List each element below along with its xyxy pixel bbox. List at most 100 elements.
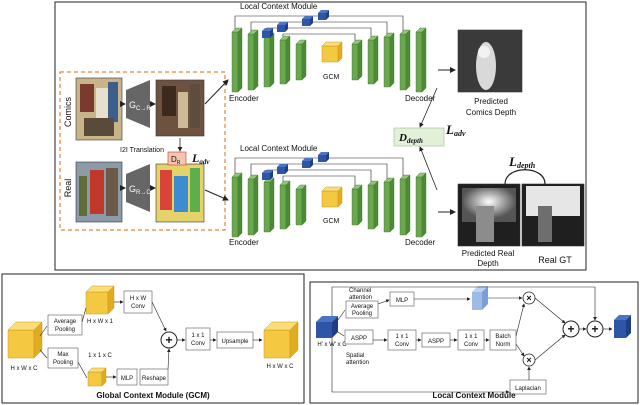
top-encoder-block [295,39,307,81]
bottom-gcm-cube [321,186,343,208]
lcm-mid-label: Local Context Module [240,144,318,153]
lcm-mult-bottom-symbol: × [526,355,531,365]
gcm-conv11-l1: 1 x 1 [191,333,205,339]
bottom-encoder-block [295,184,307,226]
gcm-max-pool-l2: Pooling [53,360,73,366]
lcm-add2-symbol: + [591,322,598,336]
bottom-lcm-cube [277,164,288,174]
gcm-output-dim: H x W x C [267,364,295,370]
gcm-avg-pool-l2: Pooling [55,327,75,333]
lcm-aspp1-label: ASPP [351,336,367,342]
bottom-encoder-block [279,180,291,230]
lcm-laplacian-label: Laplacian [515,386,541,392]
l-depth-arc [504,169,546,185]
l-adv-mid: Ladv [445,122,466,138]
encoder-bottom-label: Encoder [229,238,259,247]
lcm-avg-pool-l1: Average [351,304,374,310]
gcm-conv11-box [185,327,211,351]
lcm-batch-norm-l2: Norm [496,342,511,348]
gcm-input-cube [7,321,43,359]
gcm-mlp-box [116,368,138,386]
gcm-output-cube [263,321,299,359]
top-network [231,10,427,93]
bottom-encoder-block [247,174,259,236]
lcm-channel-attn-l2: attention [349,295,372,301]
generator-c-to-r [126,80,150,128]
l-depth-label: Ldepth [508,154,536,170]
gcm-c11-label: 1 x 1 x C [88,353,112,359]
lcm-spatial-attn-l2: attention [346,360,369,366]
bottom-lcm-cube [302,158,313,168]
predicted-comics-line1: Predicted [474,97,508,106]
bottom-decoder-block [351,184,363,226]
top-lcm-cube [318,10,329,20]
real-label: Real [63,179,73,198]
top-lcm-cube [302,16,313,26]
decoder-top-label: Decoder [405,94,436,103]
top-encoder-block [231,27,243,93]
lcm-avg-pool-l2: Pooling [352,311,372,317]
lcm-avg-pool-box [345,300,379,319]
predicted-comics-line2: Comics Depth [466,108,516,117]
lcm-laplacian-box [509,379,547,395]
lcm-add1-symbol: + [567,322,574,336]
bottom-lcm-cube [318,152,329,162]
gcm-panel-border [1,273,305,404]
gcm-conv1-label: Conv [131,304,145,310]
bottom-encoder-block [263,177,275,233]
decoder-bottom-label: Decoder [405,238,436,247]
bottom-decoder-block [383,177,395,233]
lcm-mult-top-symbol: × [526,293,531,303]
gcm-avg-pool-l1: Average [54,319,77,325]
lcm-mlp-label: MLP [396,298,408,304]
bottom-decoder-block [367,180,379,230]
gcm-input-dim: H x W x C [11,366,39,372]
gcm-reshape-label: Reshape [142,376,167,382]
lcm-spatial-attn-l1: Spatial [346,353,364,359]
encoder-top-label: Encoder [229,94,259,103]
bottom-encoder-block [231,172,243,238]
top-decoder-block [415,27,427,93]
predicted-real-line1: Predicted Real [462,249,515,258]
l-adv-left: Ladv [191,151,210,166]
d-depth-label: Ddepth [398,132,423,145]
gcm-c11-cube [87,367,107,387]
i2i-translation-label: I2I Translation [120,147,164,154]
lcm-output-cube [614,315,631,338]
gcm-hw1-cube [85,285,115,315]
g-r-c-label: GR→C [129,184,151,196]
gcm-conv11-l2: Conv [191,341,205,347]
lcm-aspp2-label: ASPP [428,339,444,345]
gcm-mlp-label: MLP [121,376,133,382]
top-encoder-block [279,35,291,85]
lcm-batch-norm-box [489,329,517,351]
lcm-input-dim: H' x W' x C [317,342,347,348]
top-decoder-block [383,32,395,88]
top-decoder-block [399,29,411,91]
gcm-panel-title: Global Context Module (GCM) [96,391,210,400]
bottom-decoder-block [415,172,427,238]
top-decoder-block [351,39,363,81]
lcm-conv2-l1: 1 x 1 [464,334,478,340]
lcm-panel-title: Local Context Module [432,391,516,400]
g-c-r-label: GC→R [129,100,151,112]
bottom-lcm-cube [262,170,273,180]
gcm-hxw-label: H x W [130,296,147,302]
top-lcm-cube [277,22,288,32]
lcm-conv2-l2: Conv [464,342,478,348]
top-decoder-block [367,35,379,85]
translated-comics-image [155,163,205,223]
gcm-bottom-label: GCM [323,218,340,225]
real-image [75,161,123,223]
lcm-channel-vector [472,286,488,310]
real-gt-label: Real GT [538,255,572,265]
top-encoder-block [247,29,259,91]
lcm-aspp1-box [344,329,374,345]
lcm-conv1-l1: 1 x 1 [395,334,409,340]
comics-image [75,77,123,141]
i2i-translation-box [59,71,226,231]
lcm-channel-attn-l1: Channel [349,288,371,294]
translated-real-image [155,79,205,137]
generator-r-to-c [126,164,150,212]
